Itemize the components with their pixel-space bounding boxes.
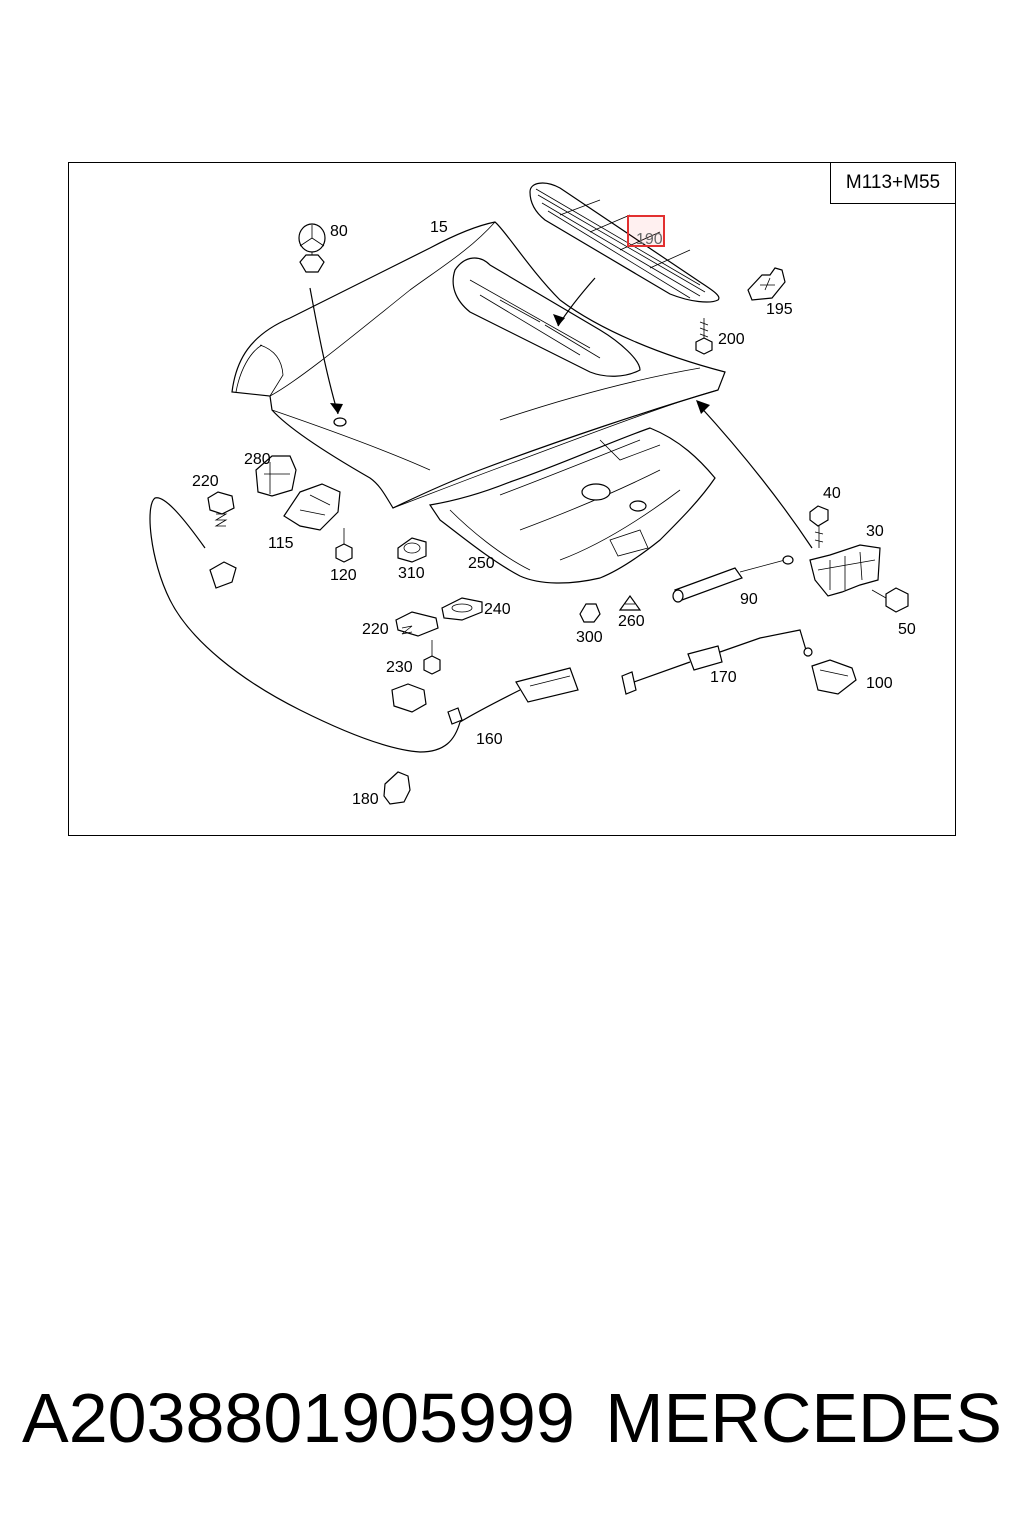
label-15: 15 bbox=[430, 219, 448, 236]
star-emblem-80 bbox=[298, 223, 326, 273]
diagram-frame bbox=[68, 162, 956, 836]
seal-240 bbox=[441, 597, 483, 621]
label-250: 250 bbox=[468, 555, 495, 572]
label-310: 310 bbox=[398, 565, 425, 582]
label-120: 120 bbox=[330, 567, 357, 584]
label-220-b: 220 bbox=[362, 621, 389, 638]
bolt-50 bbox=[871, 587, 909, 613]
brand-name: MERCEDES bbox=[605, 1379, 1002, 1457]
label-260: 260 bbox=[618, 613, 645, 630]
label-170: 170 bbox=[710, 669, 737, 686]
label-40: 40 bbox=[823, 485, 841, 502]
clip-310 bbox=[397, 537, 427, 563]
clip-300 bbox=[579, 603, 601, 623]
part-labels: 15 80 190 195 200 40 30 50 90 100 170 26… bbox=[192, 219, 916, 808]
release-lever-100 bbox=[811, 659, 857, 695]
arrows bbox=[309, 277, 813, 549]
clip-260 bbox=[618, 594, 642, 611]
variant-box: M113+M55 bbox=[830, 162, 956, 204]
hinge-30 bbox=[809, 544, 881, 597]
label-50: 50 bbox=[898, 621, 916, 638]
label-280: 280 bbox=[244, 451, 271, 468]
label-200: 200 bbox=[718, 331, 745, 348]
label-80: 80 bbox=[330, 223, 348, 240]
footer: A2038801905999 MERCEDES bbox=[0, 1378, 1024, 1488]
label-160: 160 bbox=[476, 731, 503, 748]
latch-115 bbox=[283, 483, 341, 531]
parts-diagram: 15 80 190 195 200 40 30 50 90 100 170 26… bbox=[149, 182, 916, 808]
clip-195 bbox=[747, 267, 786, 301]
label-90: 90 bbox=[740, 591, 758, 608]
label-100: 100 bbox=[866, 675, 893, 692]
label-195: 195 bbox=[766, 301, 793, 318]
release-cable-160 bbox=[149, 497, 579, 753]
label-300: 300 bbox=[576, 629, 603, 646]
hood-inner-frame bbox=[428, 427, 716, 584]
bolt-230 bbox=[423, 640, 441, 675]
bolt-120 bbox=[335, 528, 353, 563]
latch-lock bbox=[391, 683, 427, 713]
label-30: 30 bbox=[866, 523, 884, 540]
label-230: 230 bbox=[386, 659, 413, 676]
label-190: 190 bbox=[636, 231, 663, 248]
bracket-280 bbox=[255, 455, 297, 497]
gas-strut-90 bbox=[672, 555, 794, 603]
label-220-a: 220 bbox=[192, 473, 219, 490]
clip-180 bbox=[383, 771, 411, 805]
variant-label: M113+M55 bbox=[845, 172, 941, 193]
air-grille-190 bbox=[529, 182, 720, 303]
part-number: A2038801905999 bbox=[22, 1379, 575, 1457]
cable-170 bbox=[621, 629, 813, 695]
label-240: 240 bbox=[484, 601, 511, 618]
hood-shell bbox=[231, 221, 726, 509]
label-115: 115 bbox=[268, 535, 294, 552]
buffer-220-b bbox=[395, 611, 439, 637]
screw-200 bbox=[695, 318, 713, 355]
label-180: 180 bbox=[352, 791, 379, 808]
buffer-220-a bbox=[207, 491, 235, 527]
bolt-40 bbox=[809, 505, 829, 548]
highlight-box-190 bbox=[627, 215, 665, 247]
